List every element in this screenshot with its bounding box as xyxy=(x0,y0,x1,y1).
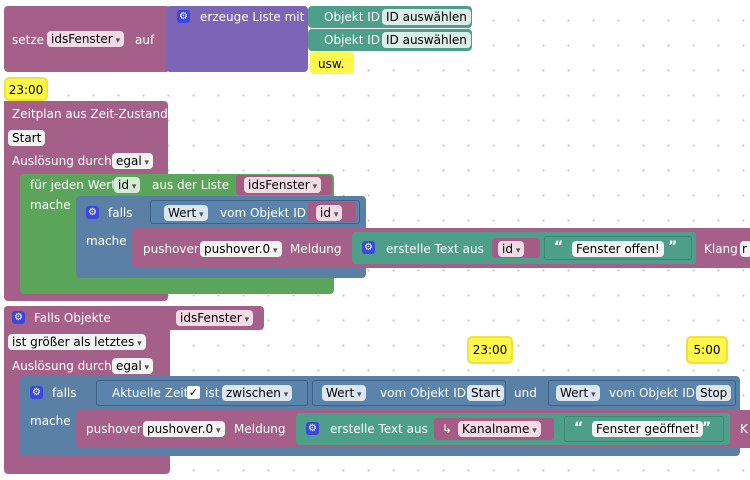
if-label: falls xyxy=(108,206,133,220)
schedule-title: Zeitplan aus Zeit-Zustand xyxy=(12,107,168,121)
of-object-label: vom Objekt ID xyxy=(220,206,306,220)
sound-label: Klang xyxy=(704,242,738,256)
pushover-label: pushover xyxy=(86,422,142,436)
create-list-label: erzeuge Liste mit xyxy=(200,10,305,24)
start-field[interactable]: Start xyxy=(8,130,46,146)
etc-block[interactable] xyxy=(310,52,354,74)
trigger-label: Auslösung durch xyxy=(12,154,112,168)
foreach-bottom-bar xyxy=(20,284,242,294)
list-variable-dropdown[interactable]: idsFenster xyxy=(244,177,322,193)
text-literal-field[interactable]: Fenster geöffnet! xyxy=(592,421,704,437)
gear-icon[interactable]: ⚙ xyxy=(30,386,43,399)
do-label: mache xyxy=(30,414,71,428)
value-dropdown[interactable]: Wert xyxy=(322,385,366,401)
of-object-label: vom Objekt ID xyxy=(380,386,466,400)
gear-icon[interactable]: ⚙ xyxy=(86,206,99,219)
trigger-dropdown[interactable]: egal xyxy=(112,358,154,374)
value-dropdown[interactable]: Wert xyxy=(556,385,600,401)
start-id-field[interactable]: Start xyxy=(467,385,505,401)
object-id-label: Objekt ID xyxy=(324,33,381,47)
quote-close-icon: ” xyxy=(668,239,678,255)
quote-open-icon: “ xyxy=(574,420,584,436)
time-bubble: 23:00 xyxy=(4,77,48,101)
foreach-label: für jeden Wert xyxy=(30,178,116,192)
between-dropdown[interactable]: zwischen xyxy=(222,385,293,401)
current-time-label: Aktuelle Zeit xyxy=(112,386,189,400)
quote-open-icon: “ xyxy=(554,239,564,255)
to-label: auf xyxy=(135,33,155,47)
quote-close-icon: ” xyxy=(702,420,712,436)
instance-dropdown[interactable]: pushover.0 xyxy=(143,421,225,437)
text-literal-field[interactable]: Fenster offen! xyxy=(572,241,664,257)
etc-label: usw. xyxy=(318,57,345,71)
message-label: Meldung xyxy=(234,422,286,436)
trailing-label: K xyxy=(740,422,748,436)
gear-icon[interactable]: ⚙ xyxy=(306,422,319,435)
text-variable-dropdown[interactable]: id xyxy=(498,241,525,257)
is-label: ist xyxy=(205,386,220,400)
object-id-label: Objekt ID xyxy=(324,10,381,24)
do-label: mache xyxy=(30,198,71,212)
gear-icon[interactable]: ⚙ xyxy=(177,10,190,23)
channel-name-dropdown[interactable]: Kanalname xyxy=(458,421,541,437)
trigger-title: Falls Objekte xyxy=(34,311,111,325)
time-bubble-stop: 5:00 xyxy=(686,336,728,364)
variable-dropdown[interactable]: idsFenster xyxy=(47,31,125,47)
gear-icon[interactable]: ⚙ xyxy=(12,311,25,324)
pushover-label: pushover xyxy=(143,242,199,256)
sound-dropdown[interactable]: r xyxy=(740,241,750,257)
from-list-label: aus der Liste xyxy=(152,178,230,192)
of-object-label: vom Objekt ID xyxy=(609,386,695,400)
and-label: und xyxy=(514,386,537,400)
return-arrow-icon: ↳ xyxy=(442,422,453,436)
instance-dropdown[interactable]: pushover.0 xyxy=(200,241,282,257)
id-variable-dropdown[interactable]: id xyxy=(316,205,343,221)
trigger-label: Auslösung durch xyxy=(12,359,112,373)
select-id-field[interactable]: ID auswählen xyxy=(382,9,471,25)
foreach-variable-dropdown[interactable]: id xyxy=(114,177,141,193)
create-text-label: erstelle Text aus xyxy=(330,422,428,436)
condition-dropdown[interactable]: ist größer als letztes xyxy=(8,334,146,350)
if-bottom-bar xyxy=(20,448,74,456)
create-text-label: erstelle Text aus xyxy=(386,242,484,256)
message-label: Meldung xyxy=(290,242,342,256)
if-label: falls xyxy=(52,386,77,400)
set-label: setze xyxy=(12,33,45,47)
gear-icon[interactable]: ⚙ xyxy=(362,241,375,254)
time-bubble-start: 23:00 xyxy=(467,336,513,364)
do-label: mache xyxy=(86,234,127,248)
checkmark-icon[interactable]: ✓ xyxy=(187,386,200,399)
trigger-dropdown[interactable]: egal xyxy=(112,153,154,169)
value-dropdown[interactable]: Wert xyxy=(164,205,208,221)
select-id-field[interactable]: ID auswählen xyxy=(382,32,471,48)
stop-id-field[interactable]: Stop xyxy=(696,385,732,401)
object-variable-dropdown[interactable]: idsFenster xyxy=(176,310,254,326)
